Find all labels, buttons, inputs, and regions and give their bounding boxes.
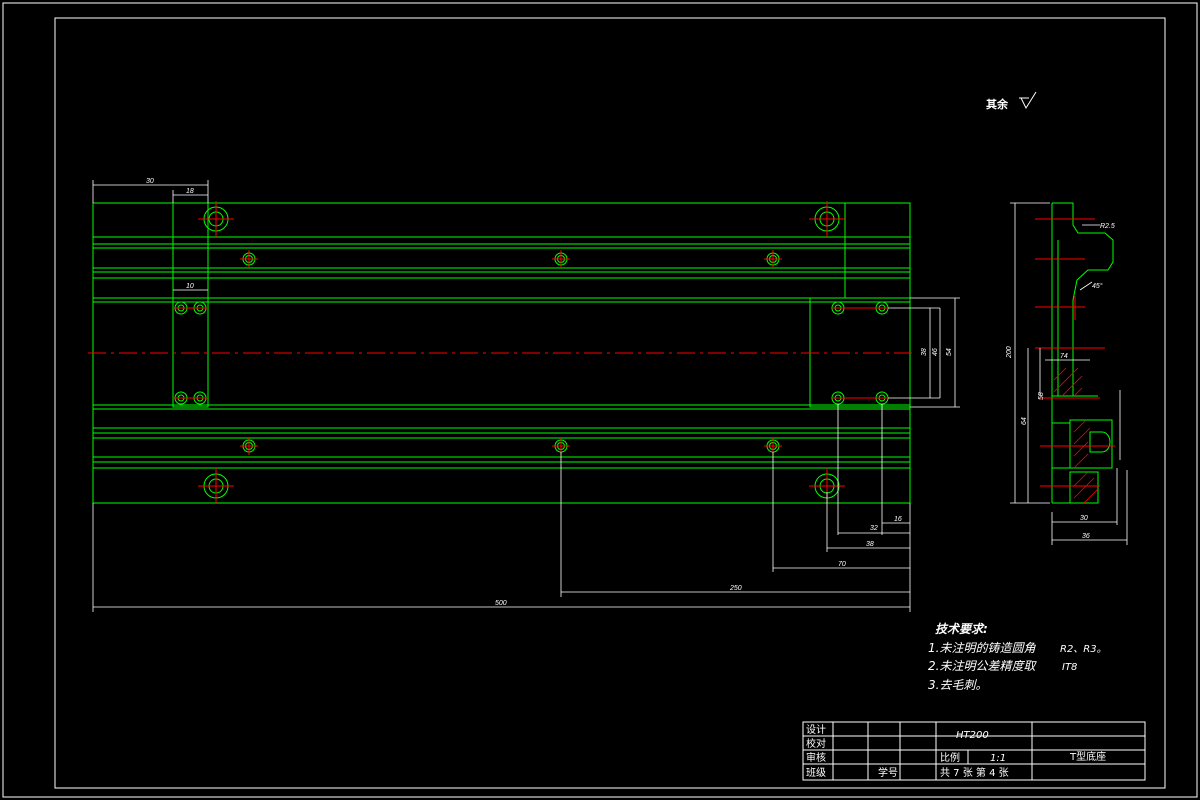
dim-54: 54 [946, 348, 953, 356]
dim-74: 74 [1060, 353, 1068, 360]
title-block [802, 721, 1146, 781]
surface-finish-label: 其余 [986, 97, 1009, 111]
tb-scale-label: 比例 [940, 751, 960, 764]
dim-36: 36 [1082, 533, 1090, 540]
top-view [92, 202, 911, 504]
dim-32: 32 [870, 525, 878, 532]
technical-requirements: 技术要求: 1.未注明的铸造圆角 R2、R3。 2.未注明公差精度取 IT8 3… [928, 622, 1107, 692]
tb-design: 设计 [806, 723, 826, 736]
tb-class: 班级 [806, 767, 826, 779]
side-view-hatching [1053, 367, 1099, 504]
tech-req-line3: 3.去毛刺。 [928, 678, 987, 692]
dim-500: 500 [495, 600, 507, 607]
top-view-dimension-text: 30 18 10 38 46 54 16 32 38 70 250 500 [146, 178, 953, 607]
side-view [1051, 202, 1114, 504]
tech-req-line2-value: IT8 [1062, 662, 1077, 673]
tb-scale-value: 1:1 [990, 753, 1006, 764]
title-block-text: 设计 校对 审核 班级 学号 HT200 比例 1:1 共 7 张 第 4 张 … [806, 723, 1106, 779]
top-view-dimension-lines [92, 180, 960, 612]
tb-part-name: T型底座 [1069, 750, 1106, 763]
surface-finish-note: 其余 [986, 91, 1037, 111]
dim-18: 18 [186, 188, 194, 195]
side-view-dimension-text: R2.5 45° 200 74 58 64 30 36 [1006, 223, 1115, 540]
sheet-inner-border [54, 17, 1166, 789]
roughness-symbol-icon [1020, 91, 1037, 110]
tech-req-line1-value: R2、R3。 [1060, 644, 1107, 655]
dim-10: 10 [186, 283, 194, 290]
dim-64: 64 [1021, 417, 1028, 425]
tb-student-no: 学号 [878, 766, 898, 779]
dim-16: 16 [894, 516, 902, 523]
hole-center-marks [174, 201, 889, 504]
dim-38b: 38 [866, 541, 874, 548]
tech-req-title: 技术要求: [935, 622, 988, 636]
dim-200: 200 [1006, 346, 1013, 359]
tb-material: HT200 [956, 730, 989, 741]
dim-58: 58 [1038, 392, 1045, 400]
side-view-dimension-lines [1010, 202, 1128, 545]
tb-review: 审核 [806, 751, 826, 764]
dim-250: 250 [729, 585, 742, 592]
tech-req-line1: 1.未注明的铸造圆角 [928, 641, 1036, 655]
dim-70: 70 [838, 561, 846, 568]
dim-r25: R2.5 [1100, 223, 1115, 230]
tech-req-line2: 2.未注明公差精度取 [928, 659, 1037, 673]
dim-46: 46 [932, 348, 939, 356]
tb-sheets: 共 7 张 第 4 张 [940, 766, 1009, 779]
dim-30-side: 30 [1080, 515, 1088, 522]
tb-check: 校对 [806, 737, 826, 750]
dim-45deg: 45° [1092, 282, 1103, 290]
side-view-centerlines [1035, 218, 1115, 487]
dim-38: 38 [921, 348, 928, 356]
dim-30: 30 [146, 178, 154, 185]
